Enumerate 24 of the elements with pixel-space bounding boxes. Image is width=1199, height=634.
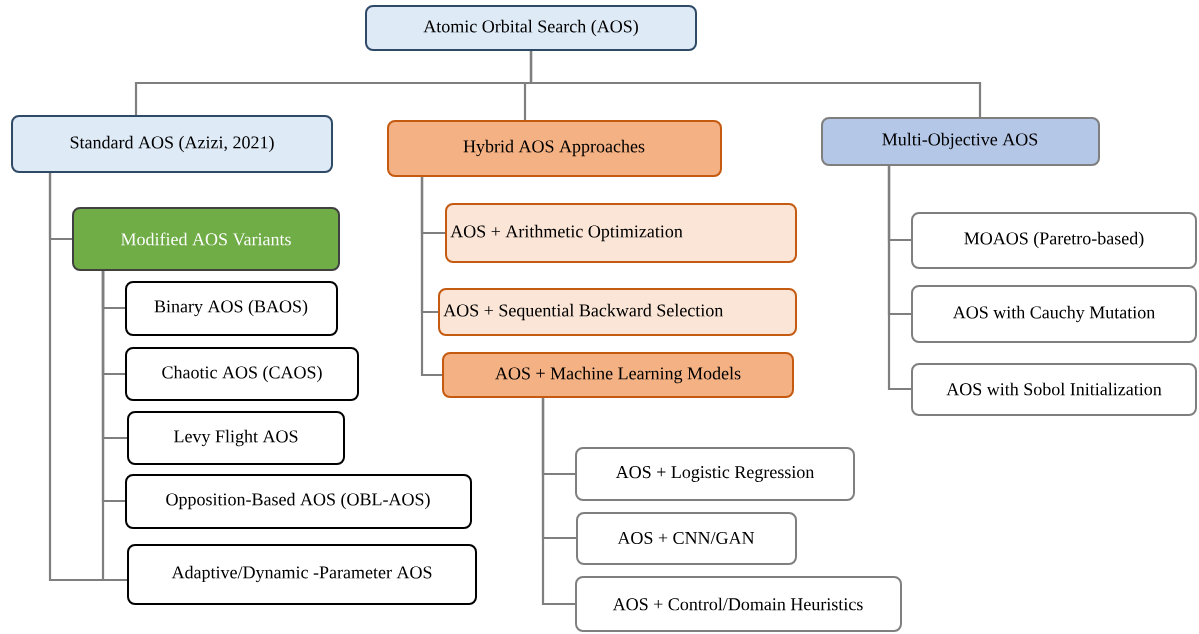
method-box: Opposition-Based AOS (OBL-AOS) xyxy=(125,474,472,529)
connector-line xyxy=(101,270,128,582)
method-box: Levy Flight AOS xyxy=(127,411,345,465)
method-box: AOS with Sobol Initialization xyxy=(911,363,1197,416)
method-box: AOS + Arithmetic Optimization xyxy=(445,203,797,263)
connector-line xyxy=(541,397,576,606)
category-box: Modified AOS Variants xyxy=(72,207,340,271)
method-box: AOS + Control/Domain Heuristics xyxy=(575,576,902,632)
method-box: AOS + Sequential Backward Selection xyxy=(438,288,797,336)
root-box: Atomic Orbital Search (AOS) xyxy=(365,5,697,51)
method-box: MOAOS (Paretro-based) xyxy=(911,212,1197,269)
category-box: Multi-Objective AOS xyxy=(821,117,1100,166)
category-box: Hybrid AOS Approaches xyxy=(387,120,722,177)
method-box: AOS + Logistic Regression xyxy=(575,447,855,501)
connector-line xyxy=(529,50,982,118)
method-box: AOS with Cauchy Mutation xyxy=(911,285,1197,343)
method-box: Chaotic AOS (CAOS) xyxy=(125,347,359,401)
method-box: AOS + CNN/GAN xyxy=(576,512,797,565)
connector-line xyxy=(420,176,443,377)
connector-line xyxy=(887,165,912,391)
method-box: Binary AOS (BAOS) xyxy=(125,281,338,336)
method-box: Adaptive/Dynamic -Parameter AOS xyxy=(127,544,477,605)
root-box: Standard AOS (Azizi, 2021) xyxy=(11,115,333,173)
category-box: AOS + Machine Learning Models xyxy=(442,352,794,398)
